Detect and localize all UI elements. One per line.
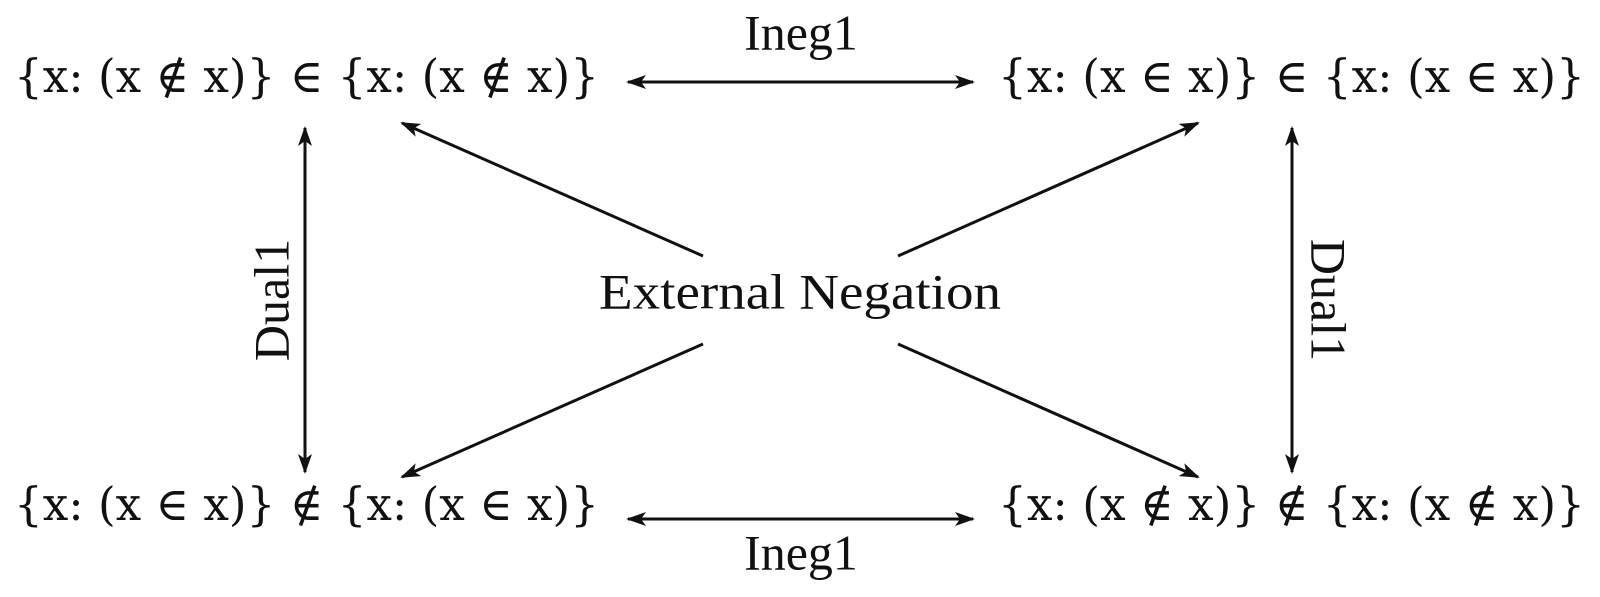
arrow-diagonal-bottom-right — [897, 342, 1200, 479]
arrow-diagonal-top-left — [400, 121, 704, 258]
label-bottom-ineg1: Ineg1 — [744, 524, 858, 580]
formula-bottom-right: {x: (x ∉ x)} ∉ {x: (x ∉ x)} — [998, 477, 1585, 531]
formula-top-left: {x: (x ∉ x)} ∈ {x: (x ∉ x)} — [14, 49, 599, 103]
arrow-diagonal-top-right — [897, 121, 1200, 258]
formula-bottom-left: {x: (x ∈ x)} ∉ {x: (x ∈ x)} — [14, 477, 599, 531]
formula-top-right: {x: (x ∈ x)} ∈ {x: (x ∈ x)} — [998, 49, 1585, 103]
label-external-negation: External Negation — [599, 263, 1001, 319]
arrow-diagonal-bottom-left — [400, 342, 704, 479]
label-left-dual1: Dual1 — [243, 239, 299, 361]
label-top-ineg1: Ineg1 — [744, 4, 858, 60]
label-right-dual1: Dual1 — [1301, 239, 1357, 361]
